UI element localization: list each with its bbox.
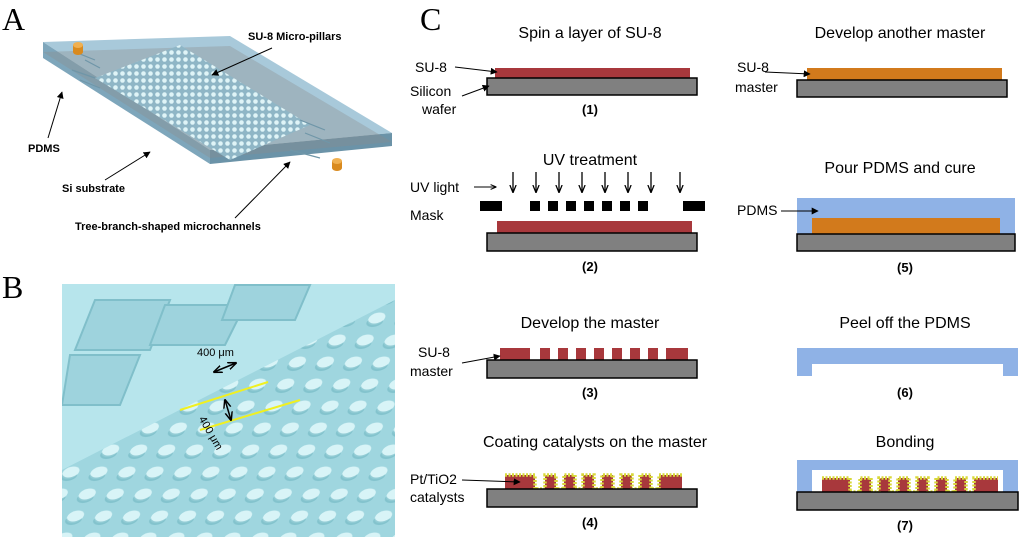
arrow-master-3 xyxy=(461,353,501,364)
step-7-title: Bonding xyxy=(876,434,935,451)
step-1-num: (1) xyxy=(582,102,598,117)
step-7: Bonding (7) xyxy=(796,434,1019,533)
chip-side-left xyxy=(43,42,210,164)
step-5-num: (5) xyxy=(897,260,913,275)
wafer-7 xyxy=(796,491,1019,511)
su8-pillars-7 xyxy=(822,478,998,492)
step-2-num: (2) xyxy=(582,259,598,274)
arrow-su8-1 xyxy=(454,66,498,75)
su8-layer-2 xyxy=(497,221,692,233)
dim-arrow-1 xyxy=(214,363,236,372)
dim-guide-1 xyxy=(199,399,301,431)
label-si-substrate: Si substrate xyxy=(62,183,125,195)
chip-side-front xyxy=(210,133,392,164)
pdms-peeled xyxy=(797,348,1018,376)
outlet-port-right xyxy=(332,158,342,171)
step-6-num: (6) xyxy=(897,385,913,400)
arrow-wafer-1 xyxy=(461,84,490,97)
step-3-title: Develop the master xyxy=(521,315,660,332)
label-uv-light: UV light xyxy=(410,179,459,195)
step-5-title: Pour PDMS and cure xyxy=(824,160,975,177)
uv-arrows xyxy=(513,172,680,192)
dim-label-1: 400 μm xyxy=(197,347,234,359)
label-pdms-a: PDMS xyxy=(28,143,60,155)
step-4-num: (4) xyxy=(582,515,598,530)
label-su8-pillars: SU-8 Micro-pillars xyxy=(248,31,342,43)
label-mask: Mask xyxy=(410,207,444,223)
panel-letter-b: B xyxy=(2,269,23,305)
su8-orange-layer xyxy=(807,68,1002,80)
step-1: Spin a layer of SU-8 SU-8 Silicon wafer … xyxy=(410,25,698,117)
step-5: Pour PDMS and cure PDMS (5) xyxy=(737,160,1016,275)
step-another-master: Develop another master SU-8 master xyxy=(735,25,1008,98)
another-master-title: Develop another master xyxy=(815,25,986,42)
inlet-port-left xyxy=(73,42,83,55)
label-catalyst-1: Pt/TiO2 xyxy=(410,471,457,487)
su8-orange-5 xyxy=(812,218,1000,234)
label-catalyst-2: catalysts xyxy=(410,489,464,505)
step-3-num: (3) xyxy=(582,385,598,400)
arrow-catalyst xyxy=(461,478,521,486)
microchannels xyxy=(71,51,331,159)
label-wafer-1: wafer xyxy=(421,101,457,117)
arrow-pillars xyxy=(211,47,273,76)
label-master-3: master xyxy=(410,363,453,379)
arrow-microchannels xyxy=(234,161,291,219)
su8-layer-1 xyxy=(495,68,690,78)
label-master-master: master xyxy=(735,79,778,95)
wafer-2 xyxy=(486,232,698,252)
step-4: Coating catalysts on the master Pt/TiO2 … xyxy=(410,434,708,530)
su8-pillars-3 xyxy=(500,348,688,360)
label-su8-1: SU-8 xyxy=(415,59,447,75)
step-7-num: (7) xyxy=(897,518,913,533)
step-1-title: Spin a layer of SU-8 xyxy=(518,25,661,42)
arrow-pdms-a xyxy=(47,91,64,139)
wafer-4 xyxy=(486,488,698,508)
wafer-1 xyxy=(486,77,698,96)
panel-a: A SU-8 Micro-pillars PDMS Si substrate xyxy=(2,1,392,233)
wafer-3 xyxy=(486,359,698,379)
label-su8-3: SU-8 xyxy=(418,344,450,360)
mask xyxy=(480,201,705,211)
pillar-array xyxy=(95,45,310,160)
dim-guide-2 xyxy=(179,381,269,411)
panel-letter-a: A xyxy=(2,1,25,37)
dim-arrow-2 xyxy=(225,400,231,420)
arrow-master xyxy=(764,70,811,78)
label-silicon-1: Silicon xyxy=(410,83,451,99)
pdms-bonded xyxy=(797,460,1018,492)
wafer-5 xyxy=(796,233,1016,252)
panel-b: B 400 μm 400 μm xyxy=(2,269,395,537)
step-2: UV treatment UV light Mask (2) xyxy=(410,152,705,274)
label-microchannels: Tree-branch-shaped microchannels xyxy=(75,221,261,233)
label-su8-master: SU-8 xyxy=(737,59,769,75)
arrow-si xyxy=(104,151,151,181)
step-2-title: UV treatment xyxy=(543,152,638,169)
step-6: Peel off the PDMS (6) xyxy=(797,315,1018,400)
step-3: Develop the master SU-8 master (3) xyxy=(410,315,698,400)
panel-letter-c: C xyxy=(420,1,441,37)
step-6-title: Peel off the PDMS xyxy=(839,315,970,332)
step-4-title: Coating catalysts on the master xyxy=(483,434,708,451)
label-pdms-5: PDMS xyxy=(737,202,777,218)
wafer-master xyxy=(796,79,1008,98)
